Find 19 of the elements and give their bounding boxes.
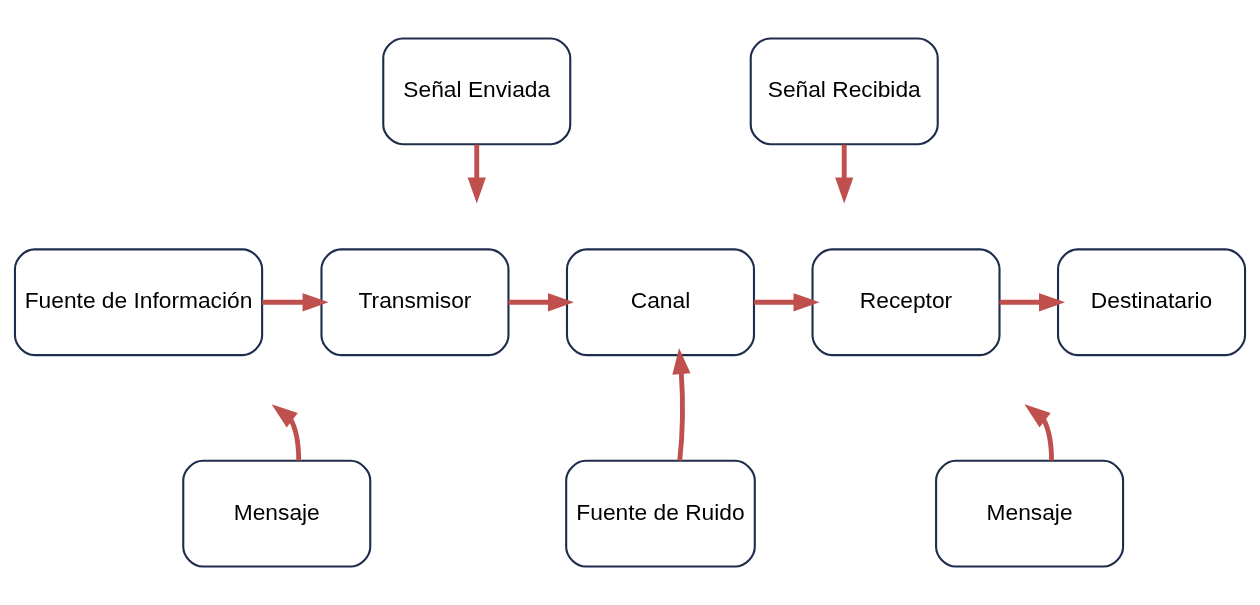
- node-box: Mensaje: [935, 459, 1125, 568]
- node-box: Señal Recibida: [749, 37, 939, 146]
- arrow: [271, 404, 302, 461]
- arrow: [262, 293, 329, 312]
- arrow: [1024, 404, 1054, 461]
- node-box: Canal: [565, 248, 756, 357]
- node-box: Fuente de Información: [13, 248, 264, 357]
- arrow: [754, 293, 820, 312]
- arrow: [508, 293, 575, 312]
- node-box: Receptor: [811, 248, 1001, 357]
- node-box: Señal Enviada: [382, 37, 572, 146]
- arrow: [835, 144, 854, 204]
- arrow: [999, 293, 1066, 312]
- arrow: [467, 144, 486, 204]
- node-box: Fuente de Ruido: [565, 459, 756, 568]
- node-box: Destinatario: [1057, 248, 1247, 357]
- arrow: [672, 347, 691, 461]
- node-box: Transmisor: [320, 248, 510, 357]
- node-box: Mensaje: [182, 459, 372, 568]
